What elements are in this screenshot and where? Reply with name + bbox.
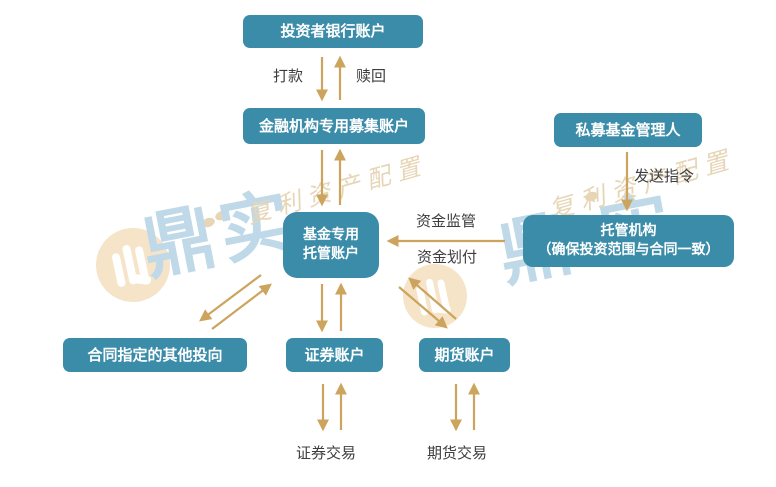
edge-label-securities-trading: 证券交易 <box>296 444 357 462</box>
node-label-line1: 托管机构 <box>600 223 657 240</box>
node-other-investments: 合同指定的其他投向 <box>63 338 247 372</box>
arrow-fundcustody-to-futures <box>398 277 457 329</box>
arrow-fundcustody-to-securities <box>315 282 348 333</box>
edge-label-pay: 打款 <box>273 67 304 85</box>
arrow-futures-to-trading <box>449 382 481 432</box>
node-label-line2: 托管账户 <box>303 246 359 262</box>
node-label: 私募基金管理人 <box>575 120 681 139</box>
node-label: 合同指定的其他投向 <box>87 345 223 364</box>
edge-label-redeem: 赎回 <box>356 67 387 85</box>
edge-label-send-order: 发送指令 <box>634 167 695 185</box>
node-futures-account: 期货账户 <box>419 338 510 372</box>
arrow-securities-to-trading <box>316 382 348 432</box>
node-label: 投资者银行账户 <box>280 22 386 41</box>
arrow-fundraising-to-fundcustody <box>315 148 347 207</box>
node-custodian: 托管机构 （确保投资范围与合同一致） <box>523 215 734 267</box>
node-label: 期货账户 <box>434 345 495 364</box>
node-fund-custody-account: 基金专用 托管账户 <box>283 212 379 278</box>
edge-label-fund-transfer: 资金划付 <box>417 248 478 266</box>
node-label-line1: 基金专用 <box>303 227 359 244</box>
node-securities-account: 证券账户 <box>286 338 383 372</box>
node-label: 金融机构专用募集账户 <box>258 116 409 135</box>
arrow-fundcustody-to-other-investments <box>199 274 272 330</box>
node-label-line2: （确保投资范围与合同一致） <box>537 242 720 258</box>
node-label: 证券账户 <box>304 345 365 364</box>
node-investor-bank-account: 投资者银行账户 <box>243 15 423 48</box>
node-fundraising-account: 金融机构专用募集账户 <box>243 108 425 144</box>
edge-label-futures-trading: 期货交易 <box>427 444 488 462</box>
edge-label-fund-supervision: 资金监管 <box>416 212 477 230</box>
arrow-investor-to-fundraising <box>315 55 347 102</box>
node-private-fund-manager: 私募基金管理人 <box>554 113 702 147</box>
